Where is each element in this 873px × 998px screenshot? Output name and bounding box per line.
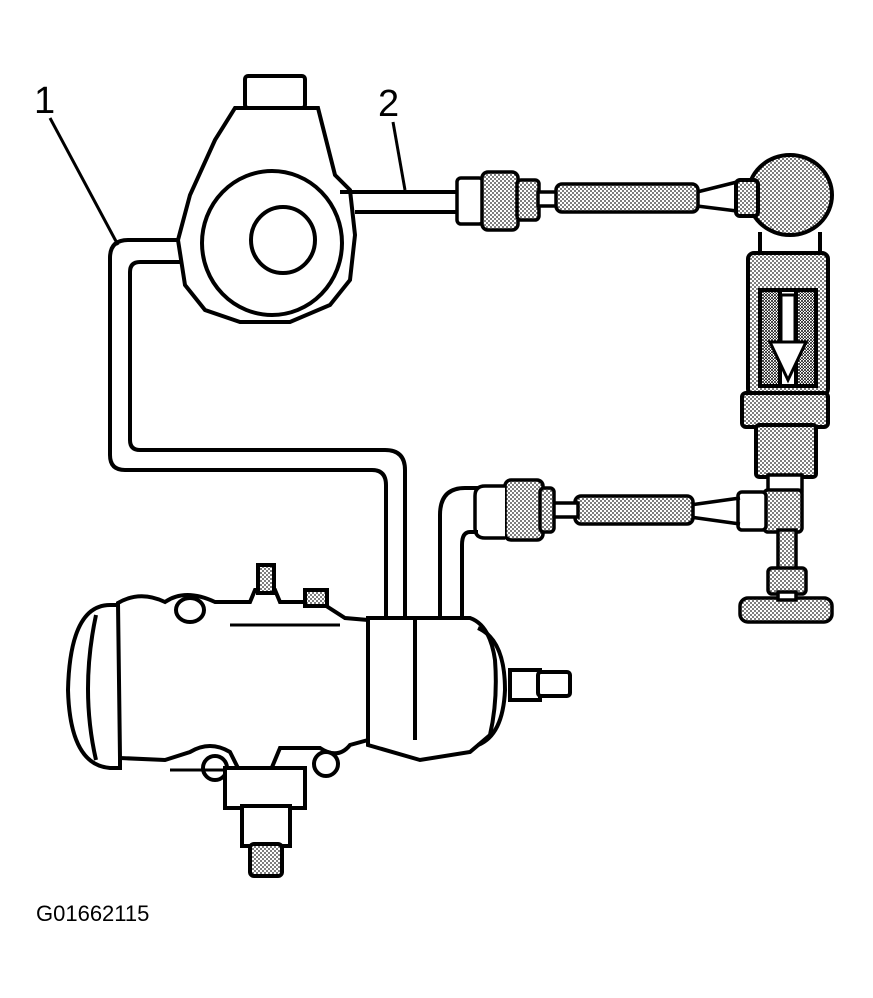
figure-id: G01662115 bbox=[36, 901, 149, 926]
callout-leaders bbox=[48, 117, 407, 246]
callout-label-2: 2 bbox=[378, 83, 399, 125]
input-shaft bbox=[508, 668, 542, 702]
pump-pulley-hub bbox=[249, 205, 317, 275]
gear-housing bbox=[115, 588, 370, 774]
lower-hose-fitting bbox=[473, 478, 556, 542]
sector-shaft bbox=[223, 766, 307, 810]
gear-end-cap bbox=[65, 603, 122, 770]
steering-gear bbox=[65, 563, 572, 878]
shutoff-valve bbox=[736, 473, 834, 624]
lower-gauge-hose bbox=[546, 494, 741, 526]
power-steering-pump bbox=[175, 74, 358, 324]
down-arrow-icon bbox=[767, 293, 809, 384]
gear-inlet-pipe bbox=[438, 486, 478, 625]
callout-leader-2 bbox=[391, 121, 407, 191]
callout-leader-1 bbox=[48, 117, 120, 246]
callout-label-1: 1 bbox=[34, 80, 55, 122]
upper-hose-fitting bbox=[455, 170, 541, 232]
pressure-gauge bbox=[746, 153, 834, 237]
pressure-hose bbox=[340, 190, 460, 214]
return-hose bbox=[108, 238, 407, 625]
reservoir-cap bbox=[243, 74, 307, 110]
gear-valve-housing bbox=[366, 616, 498, 763]
upper-gauge-hose bbox=[536, 178, 746, 214]
